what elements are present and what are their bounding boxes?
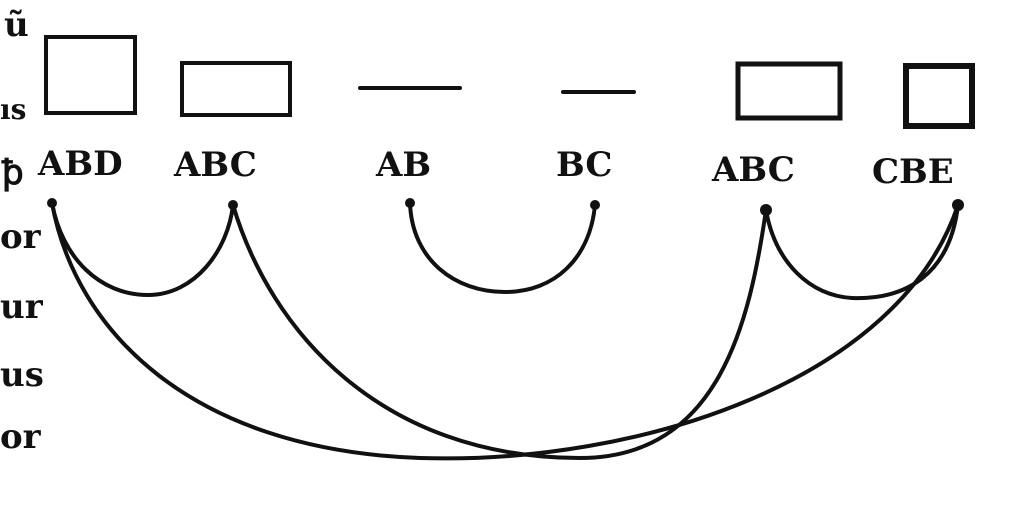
margin-fragment: us (0, 355, 44, 395)
label-abc: ABC (173, 145, 257, 185)
margin-fragment: ꝥ (2, 153, 24, 193)
label-abc-2: ABC (711, 150, 795, 190)
arc-abc-abc (231, 203, 768, 461)
endpoint-dot (405, 198, 415, 208)
label-cbe: CBE (872, 152, 954, 192)
arc-abd-cbe (50, 201, 960, 461)
arc-abc-cbe (764, 203, 960, 301)
figure-rectangle-abc (180, 61, 292, 117)
figure-square-cbe (903, 63, 975, 129)
arc-abd-abc (50, 201, 235, 298)
label-bc: BC (556, 145, 612, 185)
label-abd: ABD (37, 144, 123, 184)
margin-fragment: or (0, 417, 41, 457)
margin-fragment: ũ (4, 5, 29, 45)
figure-rectangle-abc-2 (735, 61, 843, 121)
label-ab: AB (375, 145, 431, 185)
arc-ab-bc (408, 201, 597, 295)
margin-fragment: ıs (0, 93, 27, 126)
endpoint-dot (952, 199, 964, 211)
endpoint-dot (228, 200, 238, 210)
figure-square-abd (44, 35, 137, 115)
endpoint-dot (47, 198, 57, 208)
margin-fragment: or (0, 217, 41, 257)
endpoint-dot (590, 200, 600, 210)
endpoint-dot (760, 204, 772, 216)
margin-fragment: ur (0, 287, 43, 327)
